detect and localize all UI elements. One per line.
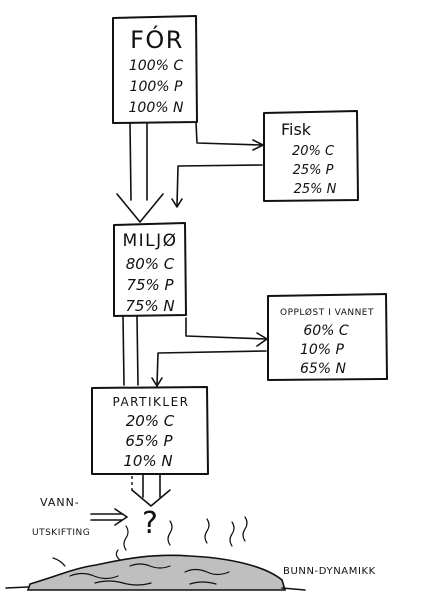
arrow-opplost-to-partikler [152,351,266,386]
miljo-box: MILJØ 80% C 75% P 75% N [114,223,186,316]
arrow-miljo-to-partikler [123,316,138,385]
fisk-box-nitrogen: 25% N [294,182,337,197]
partikler-box: PARTIKLER 20% C 65% P 10% N [92,387,208,474]
fisk-box-phosphorus: 25% P [293,163,334,178]
arrow-fisk-to-miljo [172,165,262,207]
miljo-box-phosphorus: 75% P [126,276,174,294]
arrow-miljo-to-opplost [186,318,267,346]
partikler-box-title: PARTIKLER [113,395,190,409]
water-exchange-arrow [91,509,127,525]
for-box-title: FÓR [130,24,184,54]
miljo-box-title: MILJØ [122,231,177,251]
vannutskifting-label: VANN- UTSKIFTING [32,496,90,538]
miljo-box-nitrogen: 75% N [125,297,174,315]
opplost-box-phosphorus: 10% P [300,342,345,358]
bunn-dynamikk-label: BUNN-DYNAMIKK [283,566,376,577]
sediment-mound [6,550,305,590]
partikler-box-nitrogen: 10% N [123,452,172,470]
fisk-box-title: Fisk [281,120,312,139]
fisk-box-carbon: 20% C [292,144,335,159]
for-box-nitrogen: 100% N [129,100,184,116]
for-box: FÓR 100% C 100% P 100% N [113,16,197,123]
for-box-phosphorus: 100% P [130,79,183,95]
arrow-partikler-to-bottom [132,474,170,506]
arrow-for-to-fisk [196,122,263,150]
for-box-carbon: 100% C [129,58,183,74]
vannutskifting-line1: VANN- [40,496,80,509]
miljo-box-carbon: 80% C [126,255,175,273]
opplost-box-carbon: 60% C [303,323,349,339]
partikler-box-phosphorus: 65% P [125,432,173,450]
question-mark: ? [142,506,158,541]
arrow-for-to-miljo [117,123,163,222]
vannutskifting-line2: UTSKIFTING [32,528,90,538]
opplost-box-title: OPPLØST I VANNET [280,307,374,318]
opplost-box: OPPLØST I VANNET 60% C 10% P 65% N [268,294,387,380]
fisk-box: Fisk 20% C 25% P 25% N [264,111,358,201]
partikler-box-carbon: 20% C [126,412,175,430]
opplost-box-nitrogen: 65% N [300,361,347,377]
